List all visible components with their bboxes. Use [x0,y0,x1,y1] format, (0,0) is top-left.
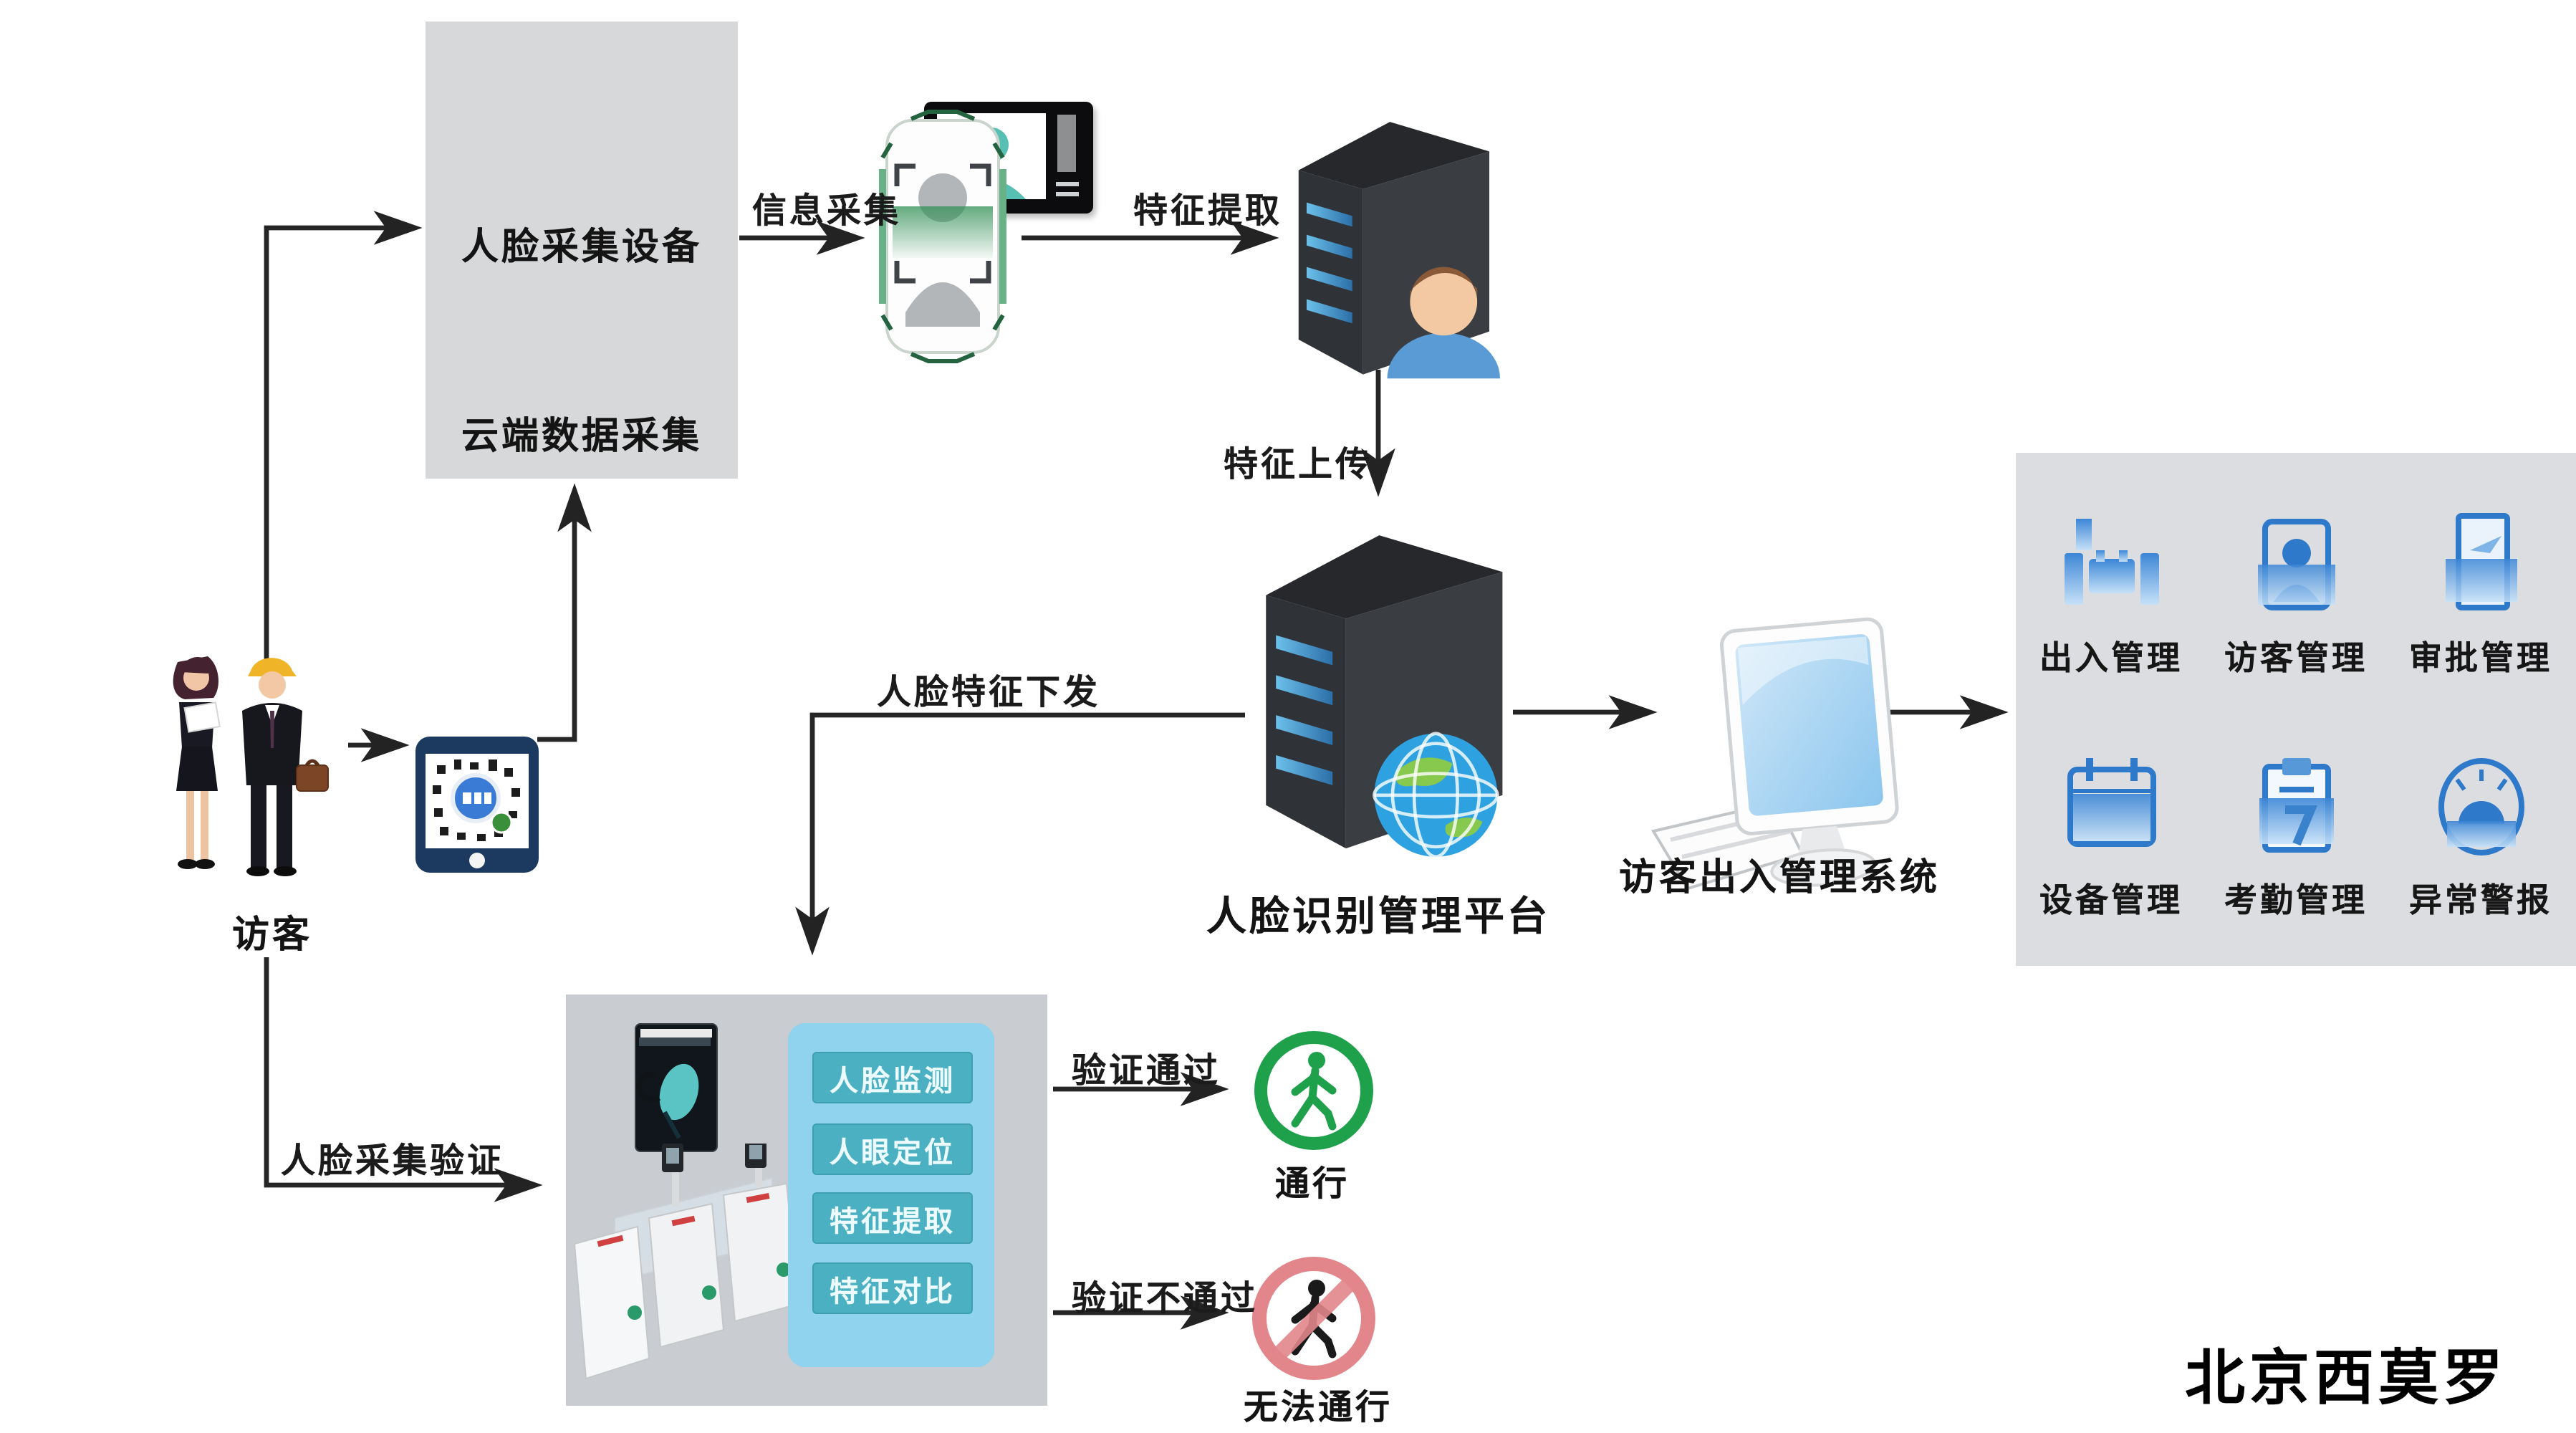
brand-text: 北京西莫罗 [2185,1344,2508,1412]
verify-pass-label: 验证通过 [1072,1052,1221,1091]
no-pass-label: 无法通行 [1244,1389,1393,1427]
visitors-icon [173,656,329,876]
management-computer-icon [1650,617,1899,891]
panel-item-device: 设备管理 [2019,715,2203,957]
pass-walk-icon [1254,1031,1373,1150]
feature-extract-label: 特征提取 [1133,192,1282,231]
globe-icon [1373,732,1499,859]
feature-upload-label: 特征上传 [1224,446,1373,484]
phone-home-button [469,853,485,868]
server-icon [1298,122,1500,379]
visitor-badge-icon [2257,518,2335,610]
feature-dispatch-label: 人脸特征下发 [877,674,1100,712]
cloud-collection-label: 云端数据采集 [461,414,703,457]
collect-verify-label: 人脸采集验证 [281,1142,504,1181]
step-feature-extract: 特征提取 [812,1192,973,1244]
panel-item-label: 访客管理 [2224,638,2368,676]
panel-item-label: 异常警报 [2409,881,2552,918]
user-person-icon [1387,267,1500,379]
phone-qr-icon [415,737,539,873]
attendance-icon [2259,757,2333,852]
step-face-detect: 人脸监测 [812,1052,973,1103]
panel-item-alarm: 异常警报 [2388,715,2573,957]
panel-item-approval: 审批管理 [2388,473,2573,715]
recognition-steps-panel: 人脸监测 人眼定位 特征提取 特征对比 [788,1023,994,1367]
face-capture-device-label: 人脸采集设备 [461,225,703,268]
step-eye-locate: 人眼定位 [812,1123,973,1175]
turnstile-icon [2064,518,2158,604]
panel-item-label: 审批管理 [2409,638,2552,676]
face-terminal-icon [635,1023,718,1152]
info-collect-label: 信息采集 [752,192,901,231]
phone-screen [426,754,529,848]
panel-item-attendance: 考勤管理 [2203,715,2388,957]
monitor-side-strip [1057,115,1076,172]
platform-server-icon [1266,535,1503,859]
visitors-label: 访客 [231,913,313,956]
face-scan-icon [879,110,1006,363]
turnstile-gates-icon [573,1144,799,1380]
platform-label: 人脸识别管理平台 [1206,894,1551,939]
no-pass-icon [1252,1257,1375,1380]
monitor-side-dots [1056,182,1079,199]
gate-verification-box: 人脸监测 人眼定位 特征提取 特征对比 [566,995,1047,1406]
panel-item-label: 出入管理 [2039,638,2183,676]
qr-code-icon [433,759,520,841]
verify-fail-label: 验证不通过 [1072,1280,1258,1318]
pass-label: 通行 [1275,1165,1350,1204]
approval-icon [2445,512,2517,610]
step-feature-compare: 特征对比 [812,1262,973,1314]
alarm-icon [2438,757,2524,855]
system-label: 访客出入管理系统 [1618,856,1941,898]
panel-item-access: 出入管理 [2019,473,2203,715]
panel-item-label: 考勤管理 [2224,881,2368,918]
management-feature-panel: 出入管理 访客管理 [2016,453,2576,966]
device-icon [2067,757,2156,846]
panel-item-visitor: 访客管理 [2203,473,2388,715]
face-terminal-screen [636,1037,711,1139]
panel-item-label: 设备管理 [2039,881,2183,918]
face-terminal-topbar [640,1029,712,1037]
